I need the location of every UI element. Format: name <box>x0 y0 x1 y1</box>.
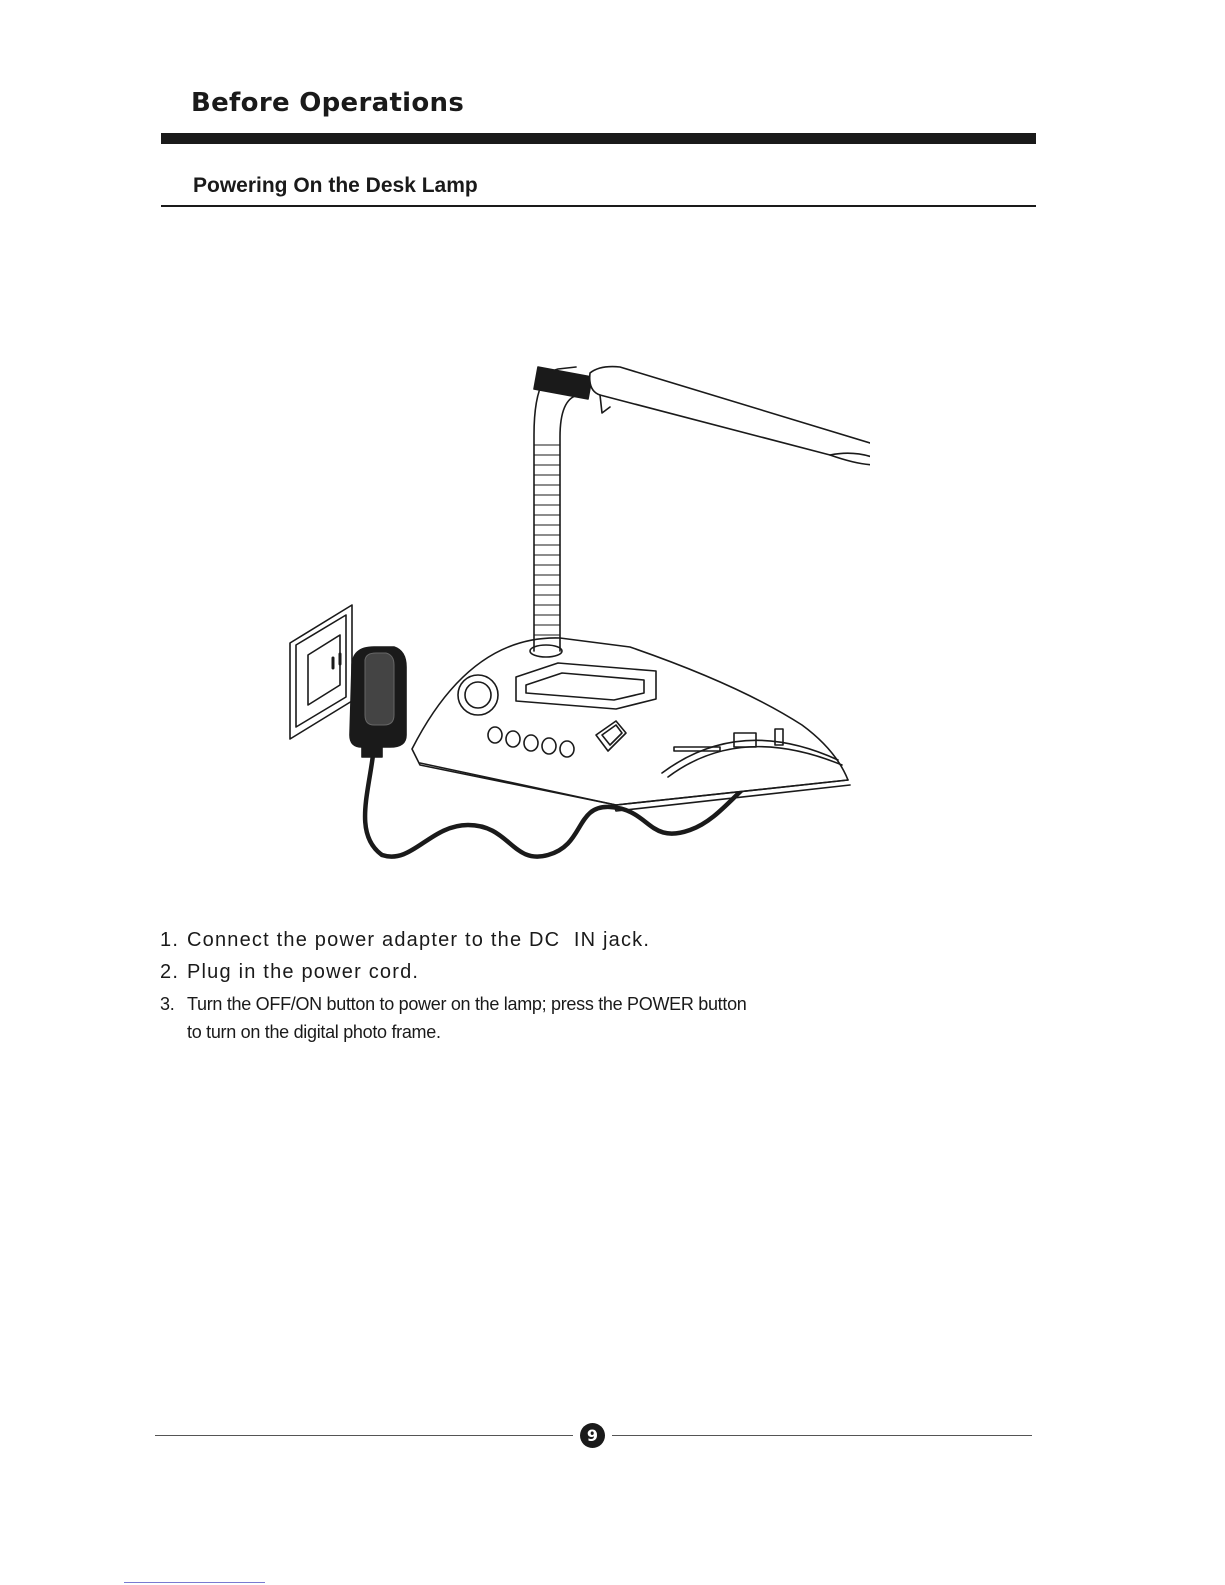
step-number: 2. <box>160 958 187 990</box>
step-text-continued: to turn on the digital photo frame. <box>187 1022 441 1042</box>
scan-artifact <box>124 1582 265 1583</box>
step-number: 1. <box>160 926 187 958</box>
step-text: Plug in the power cord. <box>187 958 419 990</box>
step-number: 3. <box>160 990 187 1046</box>
list-item: 3. Turn the OFF/ON button to power on th… <box>160 990 960 1046</box>
lamp-illustration <box>270 355 870 865</box>
footer-divider-left <box>155 1435 573 1436</box>
desk-lamp-icon <box>412 638 850 811</box>
wall-outlet-icon <box>290 605 352 739</box>
footer-divider-right <box>612 1435 1032 1436</box>
subsection-divider <box>161 205 1036 207</box>
list-item: 1. Connect the power adapter to the DC I… <box>160 926 960 958</box>
list-item: 2. Plug in the power cord. <box>160 958 960 990</box>
step-text: Turn the OFF/ON button to power on the l… <box>187 994 747 1014</box>
power-adapter-icon <box>350 647 406 757</box>
section-title: Before Operations <box>191 88 464 118</box>
subsection-title: Powering On the Desk Lamp <box>193 174 478 198</box>
section-divider <box>161 133 1036 144</box>
instruction-list: 1. Connect the power adapter to the DC I… <box>160 926 960 1046</box>
step-text: Connect the power adapter to the DC IN j… <box>187 926 650 958</box>
page-number: 9 <box>580 1423 605 1448</box>
